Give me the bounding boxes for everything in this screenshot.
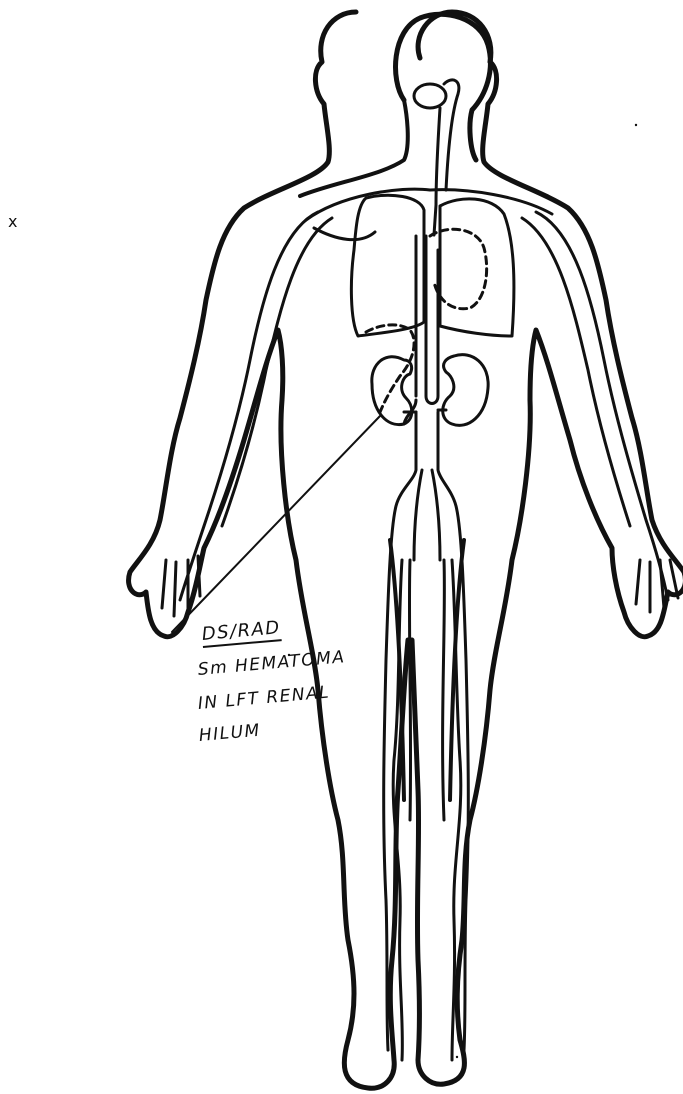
brain-icon xyxy=(414,84,446,108)
left-kidney-icon xyxy=(443,355,488,426)
leg-vessels xyxy=(393,560,461,1060)
speck-mark xyxy=(635,124,637,126)
torso-inner-line xyxy=(306,189,552,240)
aorta xyxy=(426,236,438,404)
body-outline xyxy=(129,12,683,1088)
speck-mark xyxy=(456,1056,458,1058)
left-lung-icon xyxy=(440,199,514,336)
neck-left xyxy=(300,100,408,196)
right-lung-icon xyxy=(351,195,424,336)
left-hand-fingers xyxy=(636,560,678,612)
stray-mark: x xyxy=(8,212,17,231)
left-arm-vessels xyxy=(522,212,668,600)
